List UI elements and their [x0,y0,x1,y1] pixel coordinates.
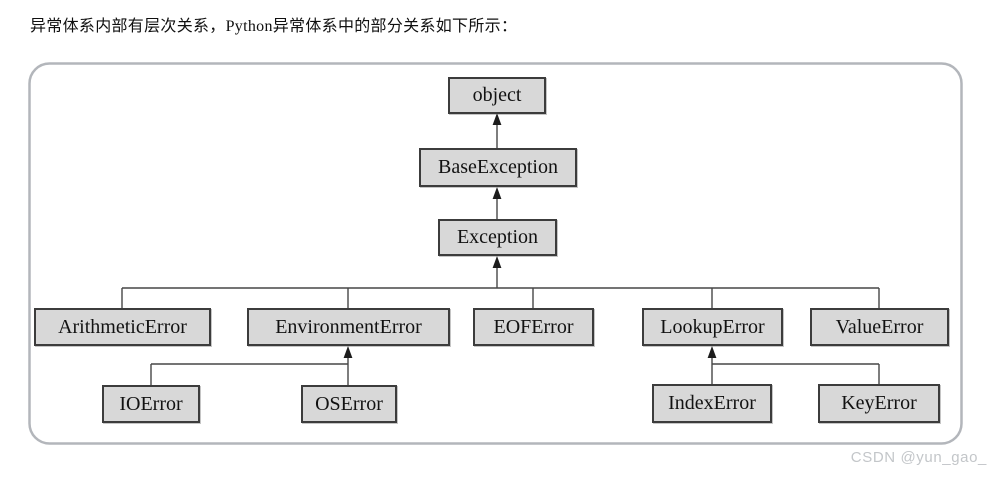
panel-border [28,62,963,445]
node-keyerror: KeyError [818,384,940,423]
node-indexerror: IndexError [652,384,772,423]
edge-exception-baseexception [492,187,502,219]
node-environmenterror: EnvironmentError [247,308,450,346]
node-lookuperror: LookupError [642,308,783,346]
node-baseexception: BaseException [419,148,577,187]
edge-baseexception-object [492,113,502,148]
node-ioerror: IOError [102,385,200,423]
node-oserror: OSError [301,385,397,423]
diagram-panel: object BaseException Exception Arithmeti… [28,62,963,445]
connector-lines [28,62,963,445]
edge-children-lookuperror [707,346,880,384]
node-eoferror: EOFError [473,308,594,346]
node-exception: Exception [438,219,557,256]
watermark: CSDN @yun_gao_ [850,449,987,466]
edge-children-exception [121,256,880,308]
node-valueerror: ValueError [810,308,949,346]
intro-text: 异常体系内部有层次关系，Python异常体系中的部分关系如下所示： [30,18,518,35]
edge-children-environmenterror [150,346,353,385]
node-arithmeticerror: ArithmeticError [34,308,211,346]
node-object: object [448,77,546,114]
